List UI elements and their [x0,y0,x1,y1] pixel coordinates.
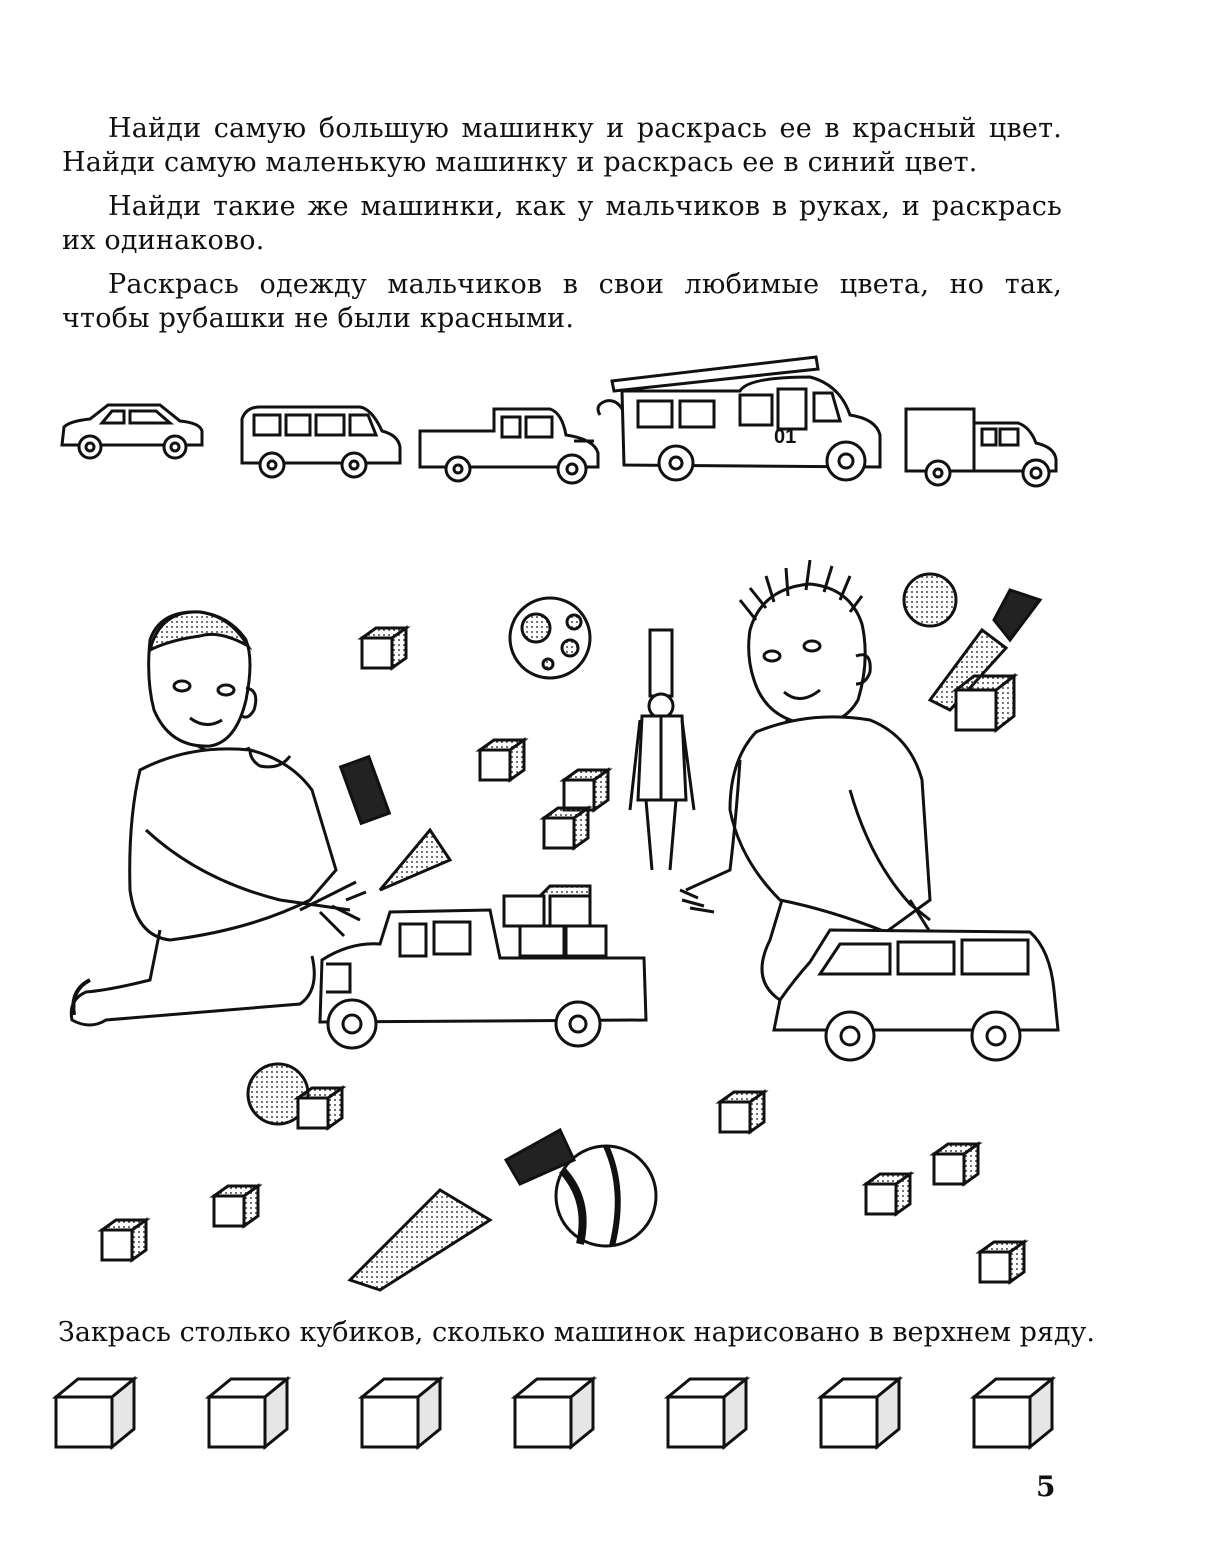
cubes-row [51,1375,1057,1451]
right-boy[interactable] [679,560,972,1022]
cube[interactable] [97,1217,151,1263]
toy-soldier[interactable] [628,628,696,871]
left-boy[interactable] [69,610,367,1027]
cube[interactable] [357,625,411,671]
coloring-cube[interactable] [510,1375,598,1451]
car-passenger[interactable] [60,403,204,460]
toy-truck[interactable] [318,884,648,1050]
coloring-cube[interactable] [816,1375,904,1451]
instruction-paragraph-2: Найди такие же машинки, как у мальчиков … [62,191,1062,256]
cube[interactable] [951,672,1019,734]
cars-row: 01 [60,355,1058,488]
cube[interactable] [715,1089,769,1135]
count-task-text: Закрась столько кубиков, сколько машинок… [58,1317,1096,1348]
cube[interactable] [929,1141,983,1187]
scene-boys-playing [69,560,1060,1292]
cube[interactable] [475,737,529,783]
cube[interactable] [975,1239,1029,1285]
coloring-cube[interactable] [969,1375,1057,1451]
instruction-paragraph-3: Раскрась одежду мальчиков в свои любимые… [62,269,1062,334]
toy-minivan[interactable] [772,928,1060,1062]
car-minivan[interactable] [240,405,402,479]
cube[interactable] [209,1183,263,1229]
coloring-cube[interactable] [204,1375,292,1451]
spinning-top-center[interactable] [338,754,453,892]
car-pickup-truck[interactable] [418,407,600,485]
page-number: 5 [1036,1470,1056,1503]
instructions: Найди самую большую машинку и раскрась е… [62,112,1062,346]
cube[interactable] [293,1085,347,1131]
ball-top-right[interactable] [902,572,958,628]
instruction-paragraph-1: Найди самую большую машинку и раскрась е… [62,113,1062,178]
fire-truck-plate: 01 [774,426,796,448]
coloring-cube[interactable] [357,1375,445,1451]
spinning-top-upper-right[interactable] [927,588,1043,712]
ball-striped[interactable] [554,1144,658,1248]
cube[interactable] [539,805,593,851]
car-van-truck[interactable] [904,407,1058,488]
cube[interactable] [559,767,613,813]
car-fire-truck[interactable]: 01 [596,355,882,482]
cube[interactable] [861,1171,915,1217]
spinning-top-bottom[interactable] [347,1127,577,1292]
coloring-cube[interactable] [51,1375,139,1451]
coloring-cube[interactable] [663,1375,751,1451]
ball-top-center[interactable] [508,596,592,680]
